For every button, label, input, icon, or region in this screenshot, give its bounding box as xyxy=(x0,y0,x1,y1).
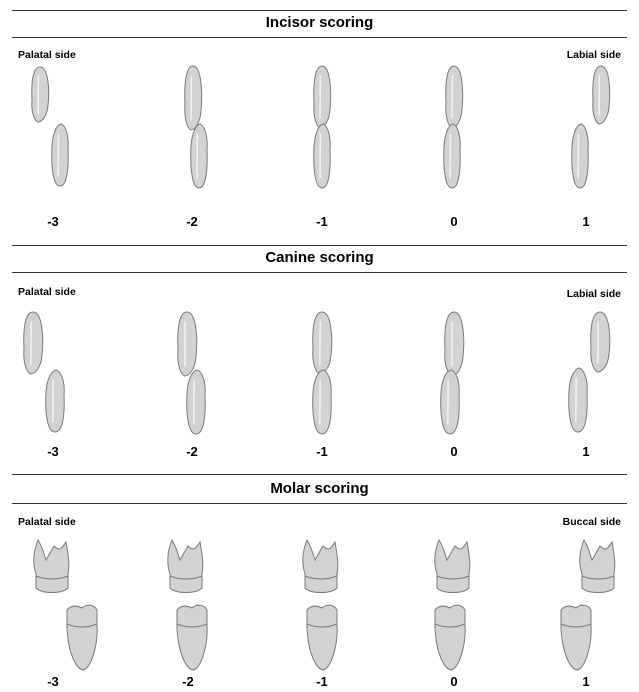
molar-score-label: -3 xyxy=(33,674,73,689)
upper-incisor-tooth xyxy=(593,66,610,124)
incisor-score-label: -1 xyxy=(302,214,342,229)
incisor-score-label: 0 xyxy=(434,214,474,229)
incisor-score-label: 1 xyxy=(566,214,606,229)
upper-incisor-tooth xyxy=(185,66,202,130)
lower-incisor-tooth xyxy=(572,124,588,188)
lower-molar-tooth xyxy=(561,605,591,670)
lower-canine-tooth xyxy=(187,370,205,434)
incisor-teeth-diagram xyxy=(0,62,639,192)
upper-canine-tooth xyxy=(445,312,464,376)
molar-score-label: 0 xyxy=(434,674,474,689)
molar-score-label: -1 xyxy=(302,674,342,689)
upper-canine-tooth xyxy=(591,312,610,372)
canine-score-label: -3 xyxy=(33,444,73,459)
lower-molar-tooth xyxy=(177,605,207,670)
upper-molar-tooth xyxy=(168,540,203,593)
lower-canine-tooth xyxy=(46,370,64,432)
canine-score-label: -1 xyxy=(302,444,342,459)
incisor-score-label: -3 xyxy=(33,214,73,229)
lower-canine-tooth xyxy=(569,368,587,432)
molar-left-side-label: Palatal side xyxy=(18,516,76,528)
lower-molar-tooth xyxy=(307,605,337,670)
upper-incisor-tooth xyxy=(314,66,331,128)
molar-right-side-label: Buccal side xyxy=(563,516,621,528)
canine-right-side-label: Labial side xyxy=(567,288,621,300)
canine-teeth-diagram xyxy=(0,308,639,438)
lower-molar-tooth xyxy=(435,605,465,670)
molar-title-rule xyxy=(12,503,627,504)
lower-incisor-tooth xyxy=(314,124,330,188)
molar-teeth-diagram xyxy=(0,538,639,678)
incisor-left-side-label: Palatal side xyxy=(18,49,76,61)
lower-molar-tooth xyxy=(67,605,97,670)
upper-canine-tooth xyxy=(24,312,43,374)
canine-score-label: 0 xyxy=(434,444,474,459)
upper-incisor-tooth xyxy=(446,66,463,128)
canine-score-label: -2 xyxy=(172,444,212,459)
upper-molar-tooth xyxy=(435,540,470,593)
canine-section-title: Canine scoring xyxy=(0,249,639,266)
lower-canine-tooth xyxy=(441,370,459,434)
upper-molar-tooth xyxy=(34,540,69,593)
incisor-score-label: -2 xyxy=(172,214,212,229)
top-rule xyxy=(12,10,627,11)
canine-score-label: 1 xyxy=(566,444,606,459)
molar-score-label: 1 xyxy=(566,674,606,689)
lower-canine-tooth xyxy=(313,370,331,434)
canine-top-rule xyxy=(12,245,627,246)
upper-canine-tooth xyxy=(313,312,332,374)
incisor-right-side-label: Labial side xyxy=(567,49,621,61)
molar-section-title: Molar scoring xyxy=(0,480,639,497)
lower-incisor-tooth xyxy=(191,124,207,188)
molar-score-label: -2 xyxy=(168,674,208,689)
upper-incisor-tooth xyxy=(32,67,49,122)
incisor-section-title: Incisor scoring xyxy=(0,14,639,31)
lower-incisor-tooth xyxy=(52,124,68,186)
molar-top-rule xyxy=(12,474,627,475)
lower-incisor-tooth xyxy=(444,124,460,188)
upper-molar-tooth xyxy=(303,540,338,593)
canine-title-rule xyxy=(12,272,627,273)
upper-canine-tooth xyxy=(178,312,197,376)
incisor-title-rule xyxy=(12,37,627,38)
upper-molar-tooth xyxy=(580,540,615,593)
canine-left-side-label: Palatal side xyxy=(18,286,76,298)
